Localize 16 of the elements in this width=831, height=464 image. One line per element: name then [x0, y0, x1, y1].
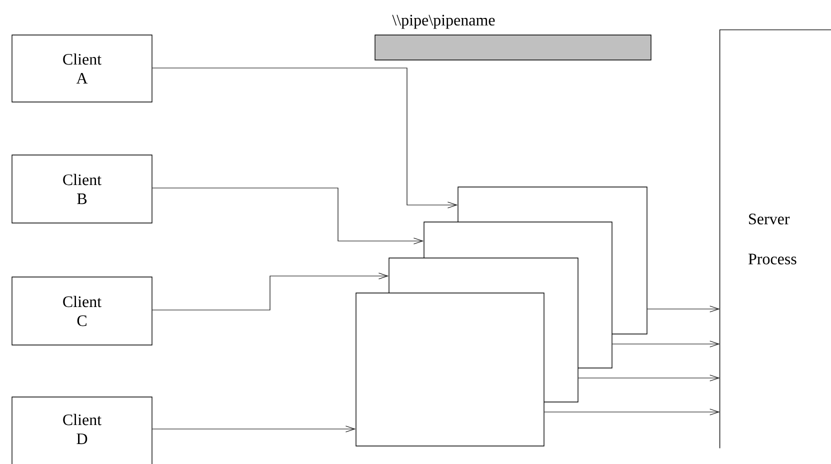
pipe-instance-box [356, 292, 544, 446]
client-box: Client D [12, 396, 152, 464]
arrow [152, 188, 424, 244]
arrow [578, 374, 720, 382]
client-box: Client C [12, 276, 152, 346]
pipe-bar: \\pipe\pipename [374, 14, 652, 60]
server-process-frame: Server Process [719, 29, 831, 449]
arrow [612, 340, 720, 348]
arrow [647, 306, 720, 312]
arrow [152, 426, 356, 432]
arrow [152, 68, 458, 208]
arrow [152, 272, 389, 310]
node-label: \\pipe\pipename [392, 14, 495, 29]
arrow [544, 408, 720, 416]
client-box: Client A [12, 34, 152, 102]
client-box: Client B [12, 154, 152, 224]
